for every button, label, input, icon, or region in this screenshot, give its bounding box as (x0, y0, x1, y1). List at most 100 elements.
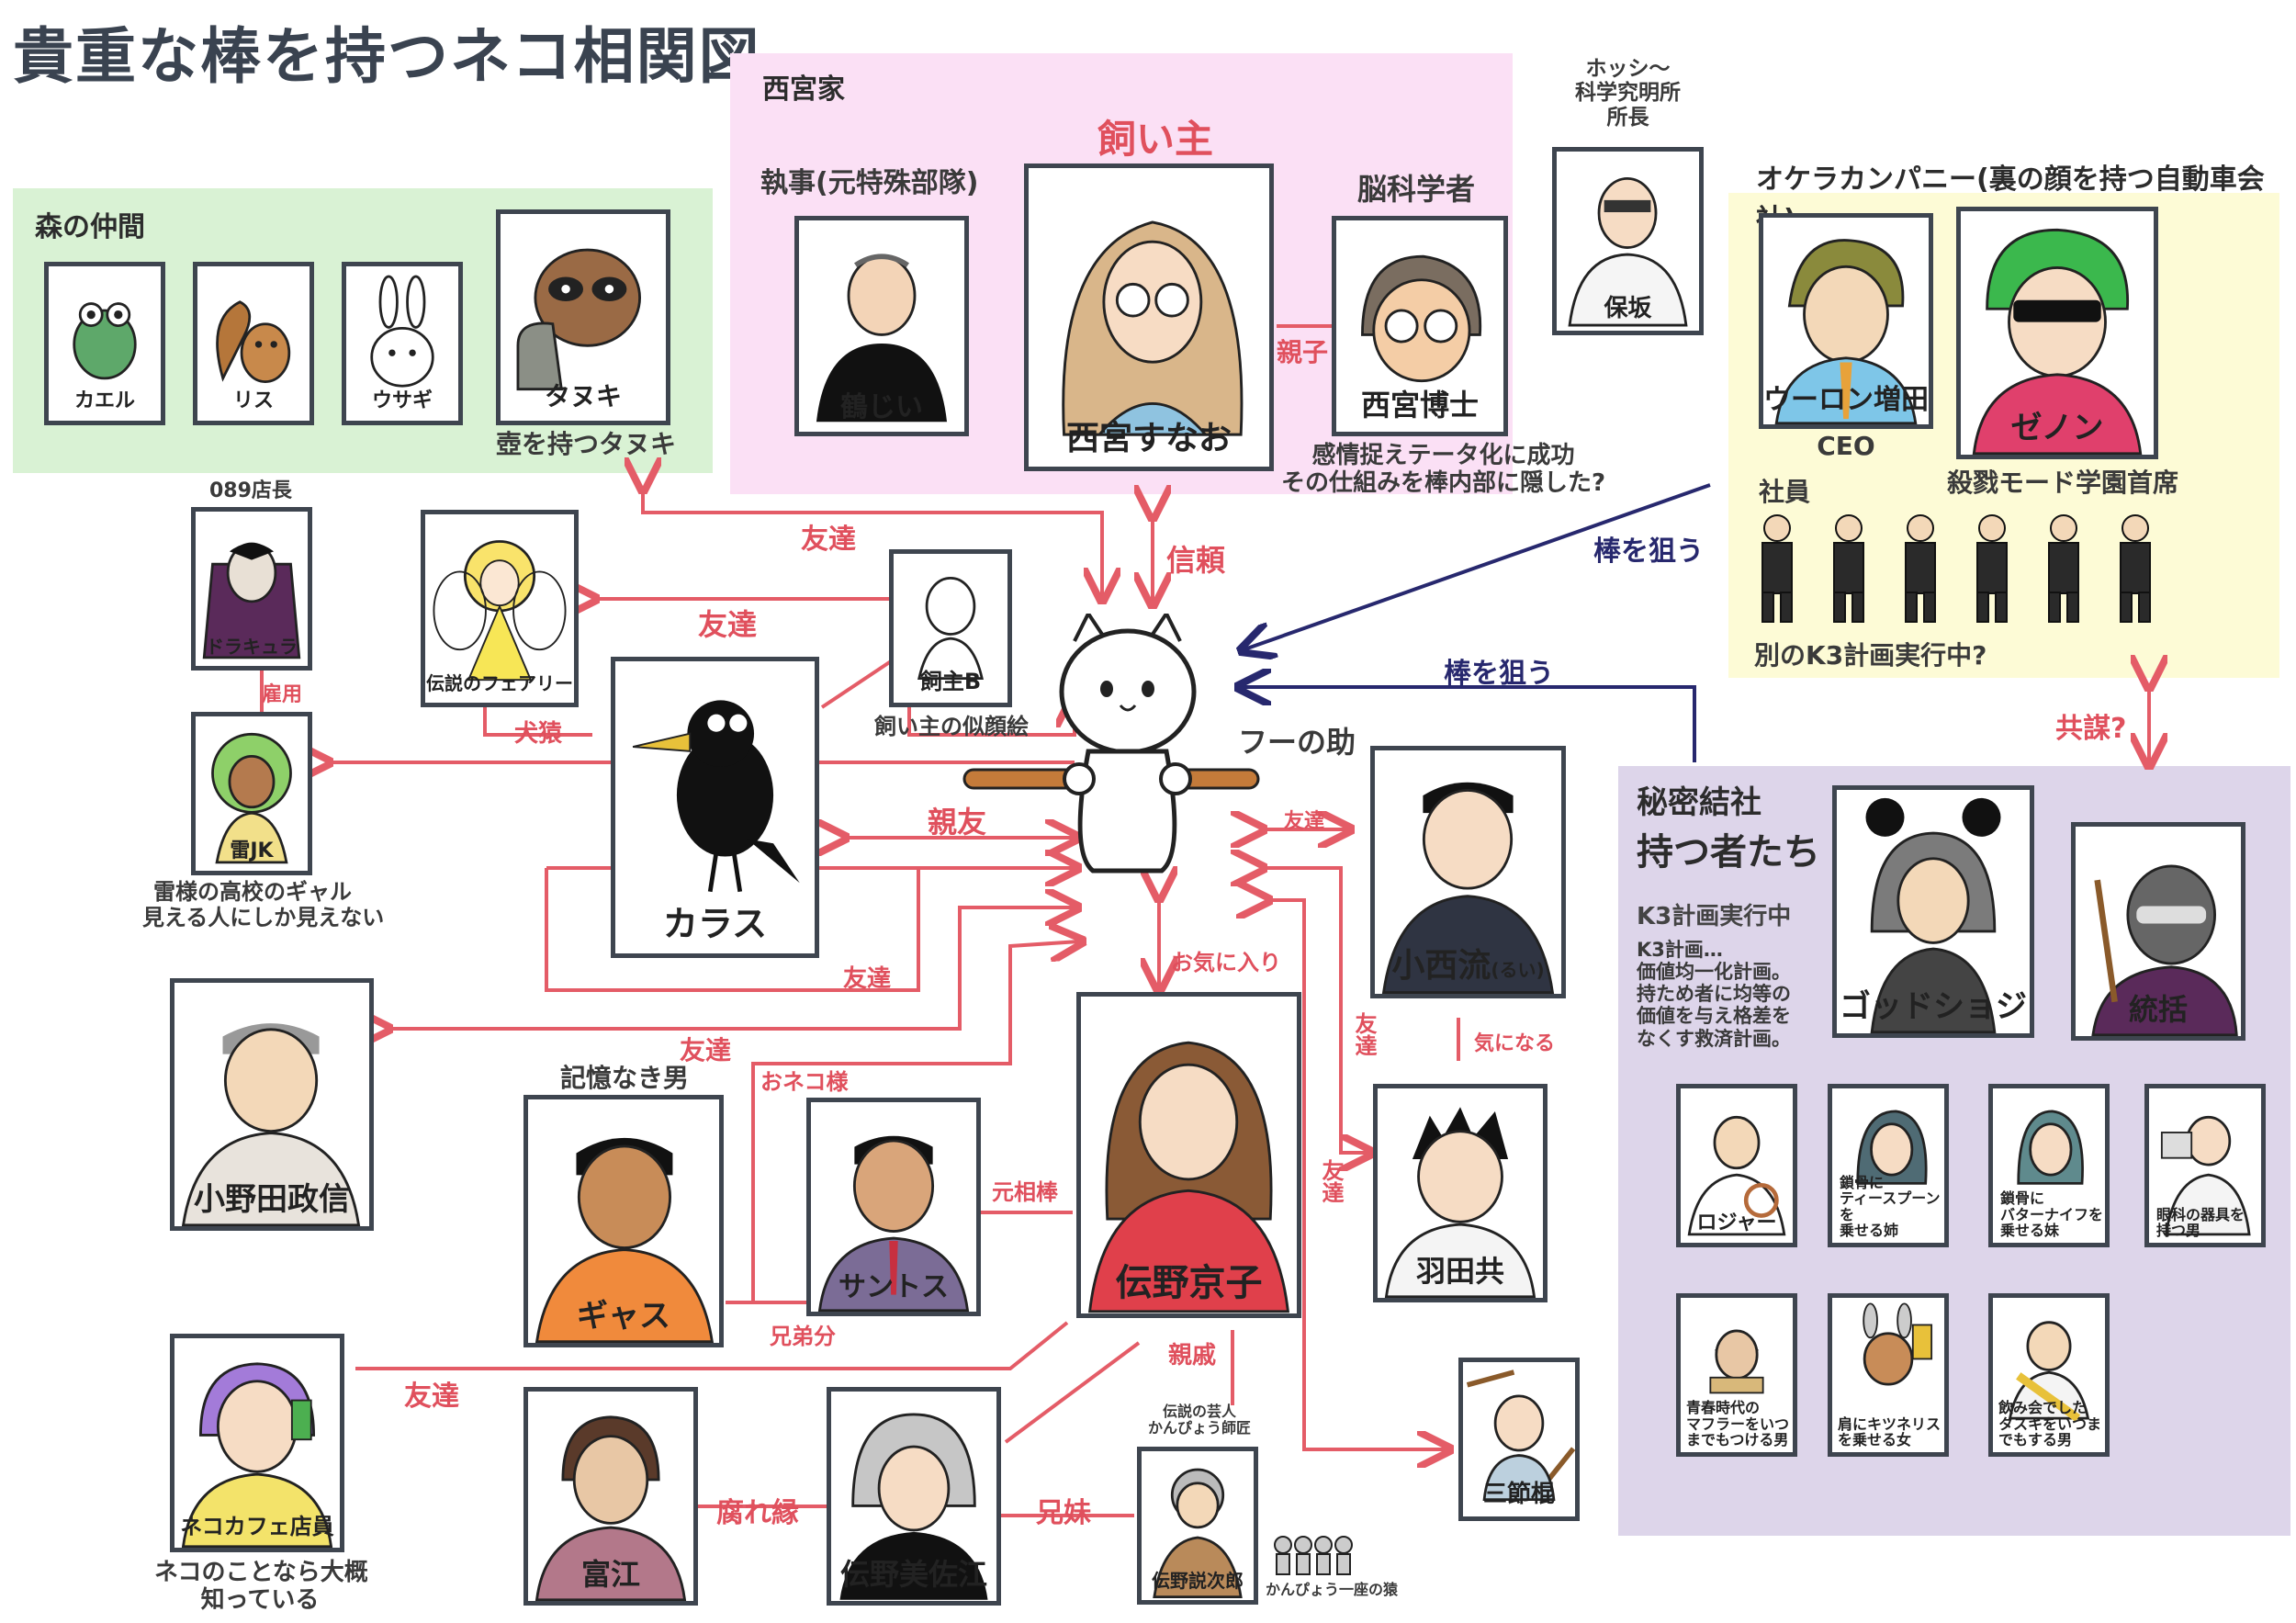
rel-inuzaru: 犬猿 (514, 720, 563, 748)
setsujiro-portrait (1153, 1468, 1243, 1599)
owner-b-sketch (917, 577, 984, 680)
name-karasu: カラス (662, 904, 768, 944)
tanuki-caption: 壺を持つタヌキ (496, 429, 677, 459)
card-usagi: ウサギ (342, 262, 463, 425)
name-gyasu: ギャス (577, 1298, 670, 1335)
monkeys-caption: かんぴょう一座の猿 (1266, 1581, 1399, 1598)
rel-shinyuu: 親友 (928, 805, 987, 840)
secret-sub: K3計画実行中 (1637, 903, 1792, 930)
card-m4: 青春時代の マフラーをいつ までもつける男 (1676, 1293, 1797, 1457)
rel-kusareen: 腐れ縁 (716, 1497, 799, 1529)
ooron-role: CEO (1817, 431, 1875, 461)
rel-kininaru: 気になる (1474, 1032, 1556, 1055)
rel-nekocafe-friend: 友達 (404, 1381, 459, 1413)
card-fairy: 伝説のフェアリー (421, 510, 579, 707)
rel-okiniiri: お気に入り (1171, 950, 1281, 975)
hakase-role: 脳科学者 (1357, 172, 1476, 207)
owner-b-note: 飼い主の似顔絵 (874, 714, 1029, 739)
nekocafe-note: ネコのことなら大概 知っている (154, 1559, 368, 1614)
card-m1: 鎖骨に ティースプーンを 乗せる姉 (1828, 1084, 1949, 1247)
name-ooron: ウーロン増田 (1763, 384, 1929, 416)
card-m6: 飲み会でした タスキをいつま でもする男 (1988, 1293, 2110, 1457)
name-santosu: サントス (838, 1271, 949, 1303)
tsurujii-role: 執事(元特殊部隊) (760, 167, 979, 199)
gyasu-portrait (535, 1137, 715, 1343)
zenon-role: 殺戮モード学園首席 (1947, 468, 2179, 498)
rel-kyoudaibun: 兄弟分 (770, 1324, 836, 1349)
m2-caption: 鎖骨に バターナイフを 乗せる妹 (2000, 1189, 2104, 1240)
name-sansetsu: 三節棍 (1482, 1481, 1555, 1508)
godshoji-portrait (1865, 797, 2001, 1033)
name-haneda: 羽田共 (1415, 1254, 1504, 1289)
name-godshoji: ゴッドショジ (1840, 988, 2027, 1025)
name-tomie: 富江 (580, 1557, 640, 1592)
card-ooron: ウーロン増田 (1759, 213, 1933, 429)
rel-kyoudai: 兄妹 (1036, 1497, 1091, 1529)
rel-forest-friend: 友達 (801, 524, 856, 556)
m4-portrait (1709, 1329, 1764, 1394)
name-fuunosuke: フーの助 (1238, 725, 1356, 760)
name-konishi: 小西流(るい) (1391, 947, 1545, 985)
name-risu: リス (232, 389, 274, 412)
name-kaeru: カエル (73, 389, 135, 412)
rel-koyou: 雇用 (262, 683, 303, 706)
frog-icon (73, 302, 137, 380)
tanuki-icon (516, 248, 641, 391)
m5-caption: 肩にキツネリス を乗せる女 (1838, 1414, 1941, 1449)
kyoko-portrait (1087, 1041, 1290, 1313)
shain-note: 別のK3計画実行中? (1754, 640, 1987, 671)
setsujiro-role: 伝説の芸人 かんぴょう師匠 (1147, 1403, 1251, 1437)
card-tomie: 富江 (523, 1387, 698, 1606)
card-onoda: 小野田政信 (170, 978, 374, 1231)
card-misae: 伝野美佐江 (827, 1387, 1001, 1606)
card-roger: ロジャー (1676, 1084, 1797, 1247)
hosaka-role: ホッシ〜 科学究明所 所長 (1575, 57, 1681, 130)
card-dracula: ドラキュラ (191, 507, 312, 671)
rel-sansetsu-friend: 友達 (1318, 1159, 1344, 1203)
name-dracula: ドラキュラ (206, 636, 298, 658)
card-tanuki: タヌキ (496, 209, 670, 425)
owner-portrait (1062, 220, 1244, 436)
name-toukatsu: 統括 (2128, 992, 2188, 1027)
butler-portrait (816, 254, 948, 423)
page-title: 貴重な棒を持つネコ相関図 (13, 21, 761, 92)
rel-shinrai: 信頼 (1166, 543, 1226, 578)
card-godshoji: ゴッドショジ (1832, 785, 2034, 1038)
gal-portrait (211, 732, 292, 864)
rel-onoda-friend: 友達 (680, 1035, 732, 1065)
shain-label: 社員 (1759, 477, 1811, 507)
roger-portrait (1687, 1115, 1786, 1236)
m5-portrait (1863, 1302, 1933, 1386)
name-sunao: 西宮すなお (1065, 420, 1232, 457)
name-nekocafe: ネコカフェ店員 (180, 1514, 334, 1539)
nishimiya-label: 西宮家 (762, 73, 845, 106)
rel-shinseki: 親戚 (1168, 1342, 1217, 1369)
card-nekocafe: ネコカフェ店員 (170, 1334, 344, 1552)
name-usagi: ウサギ (371, 389, 433, 412)
card-haneda: 羽田共 (1373, 1084, 1548, 1302)
m6-caption: 飲み会でした タスキをいつま でもする男 (1998, 1399, 2102, 1449)
m1-caption: 鎖骨に ティースプーンを 乗せる姉 (1840, 1173, 1941, 1240)
m3-portrait (2160, 1115, 2251, 1236)
rel-konishi-friend: 友達 (1284, 810, 1325, 833)
name-tsurujii: 鶴じい (840, 391, 923, 423)
card-m3: 眼科の器具を 持つ男 (2144, 1084, 2266, 1247)
card-risu: リス (193, 262, 314, 425)
card-konishi: 小西流(るい) (1370, 746, 1566, 998)
name-onoda: 小野田政信 (194, 1181, 350, 1218)
card-rai-jk: 雷JK (191, 712, 312, 875)
card-m2: 鎖骨に バターナイフを 乗せる妹 (1988, 1084, 2110, 1247)
rel-bou-2: 棒を狙う (1444, 658, 1554, 690)
name-misae: 伝野美佐江 (839, 1557, 987, 1592)
rel-oyako: 親子 (1277, 337, 1329, 367)
card-zenon: ゼノン (1956, 207, 2158, 459)
rel-oneko: おネコ様 (760, 1069, 849, 1095)
secret-label-2: 持つ者たち (1637, 831, 1820, 873)
rel-crow-friend: 友達 (843, 965, 892, 993)
toukatsu-portrait (2091, 864, 2238, 1036)
nekocafe-portrait (181, 1362, 333, 1548)
misae-portrait (839, 1413, 988, 1600)
dracula-portrait (202, 542, 301, 659)
name-tanuki: タヌキ (544, 381, 622, 411)
cat-with-stick (962, 614, 1260, 873)
